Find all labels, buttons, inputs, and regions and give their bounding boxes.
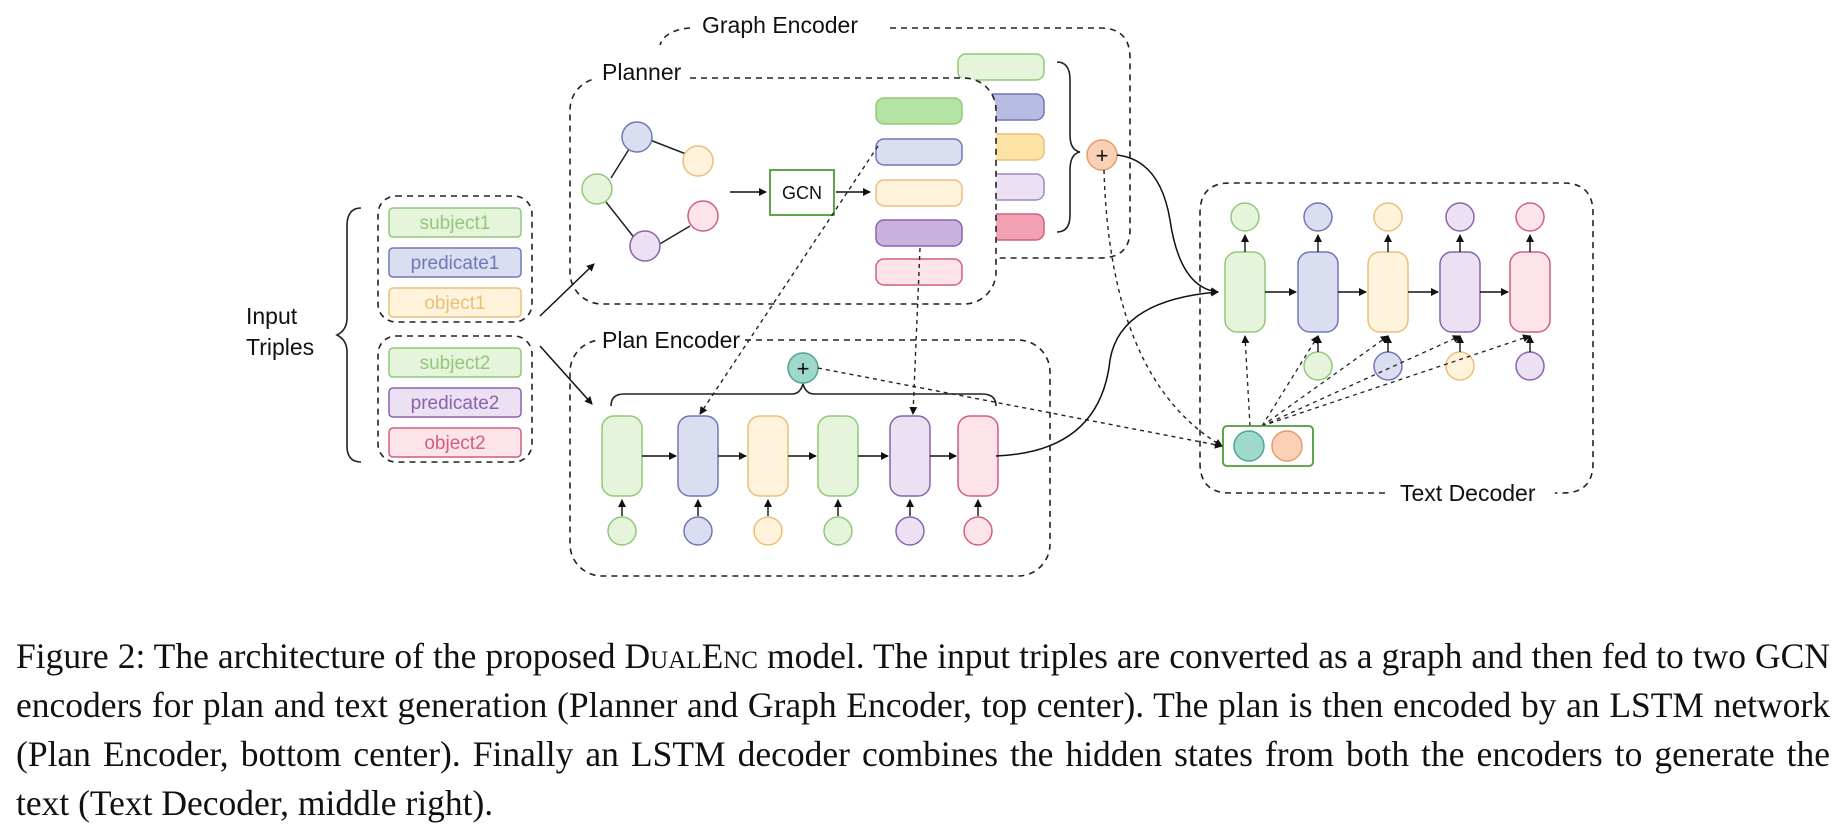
graph-node-green bbox=[581, 173, 613, 205]
triple-box bbox=[388, 287, 522, 318]
triple-label: object2 bbox=[424, 433, 485, 454]
decoder-output-node bbox=[1445, 202, 1475, 232]
plan-lstm-cell bbox=[817, 415, 859, 497]
input-label-line1: Input bbox=[246, 303, 298, 329]
caption-prefix: Figure 2: The architecture of the propos… bbox=[16, 636, 625, 676]
plan-input-node bbox=[895, 516, 925, 546]
caption-rest: model. The input triples are converted a… bbox=[16, 636, 1830, 823]
triple-label: subject2 bbox=[420, 353, 491, 374]
triple-box bbox=[388, 427, 522, 458]
connection-lines bbox=[699, 145, 1223, 457]
graph-node-blue bbox=[621, 121, 653, 153]
plan-encoder-brace bbox=[610, 381, 997, 407]
planner-label: Planner bbox=[602, 59, 682, 85]
graph-node-pink bbox=[687, 200, 719, 232]
decoder-input-node bbox=[1373, 351, 1403, 381]
decoder-output-node bbox=[1373, 202, 1403, 232]
architecture-diagram: Graph Encoder Planner GCN In bbox=[246, 12, 1594, 577]
plan-encoder-label: Plan Encoder bbox=[602, 327, 740, 353]
triple-box bbox=[388, 347, 522, 378]
decoder-input-node bbox=[1303, 351, 1333, 381]
graph-node-purple bbox=[629, 230, 661, 262]
decoder-lstm-cell bbox=[1439, 251, 1481, 333]
planner-block: Planner GCN bbox=[569, 59, 997, 305]
figure-caption: Figure 2: The architecture of the propos… bbox=[16, 632, 1830, 828]
input-brace bbox=[335, 207, 362, 463]
triple-label: subject1 bbox=[420, 213, 491, 234]
gcn-box bbox=[769, 169, 835, 216]
input-label-line2: Triples bbox=[246, 334, 314, 360]
decoder-lstm-cell bbox=[1509, 251, 1551, 333]
planner-state-green bbox=[875, 97, 963, 125]
graph-encoder-state-green bbox=[957, 53, 1045, 81]
planner-state-purple bbox=[875, 219, 963, 247]
graph-encoder-label: Graph Encoder bbox=[702, 12, 858, 38]
combined-state-teal bbox=[1233, 430, 1265, 462]
plan-lstm-cell bbox=[957, 415, 999, 497]
graph-node-yellow bbox=[682, 145, 714, 177]
triple-label: object1 bbox=[424, 293, 485, 314]
plan-lstm-cell bbox=[601, 415, 643, 497]
triple-box bbox=[388, 207, 522, 238]
decoder-output-node bbox=[1303, 202, 1333, 232]
triple-box bbox=[388, 247, 522, 278]
plan-lstm-cell bbox=[889, 415, 931, 497]
decoder-lstm-cell bbox=[1297, 251, 1339, 333]
model-name: DualEnc bbox=[624, 636, 758, 676]
plan-lstm-cell bbox=[747, 415, 789, 497]
triple-label: predicate2 bbox=[411, 393, 500, 414]
decoder-output-node bbox=[1230, 202, 1260, 232]
text-decoder-block: Text Decoder bbox=[1199, 182, 1594, 506]
plan-encoder-block: Plan Encoder + bbox=[569, 326, 1051, 577]
plan-lstm-cell bbox=[677, 415, 719, 497]
graph-encoder-plus-symbol: + bbox=[1096, 143, 1109, 168]
gcn-label: GCN bbox=[782, 183, 822, 203]
plan-input-node bbox=[607, 516, 637, 546]
plan-input-node bbox=[963, 516, 993, 546]
graph-encoder-brace bbox=[1056, 61, 1081, 233]
planner-state-blue bbox=[875, 138, 963, 166]
input-triples-block: Input Triples subject1 predicate1 object1 s… bbox=[246, 195, 533, 463]
triple-label: predicate1 bbox=[411, 253, 500, 274]
decoder-input-node bbox=[1515, 351, 1545, 381]
decoder-lstm-cell bbox=[1367, 251, 1409, 333]
planner-state-yellow bbox=[875, 179, 963, 207]
decoder-output-node bbox=[1515, 202, 1545, 232]
decoder-lstm-cell bbox=[1224, 251, 1266, 333]
triple-group-1 bbox=[377, 195, 533, 323]
triple-box bbox=[388, 387, 522, 418]
plan-input-node bbox=[753, 516, 783, 546]
plan-input-node bbox=[823, 516, 853, 546]
triple-group-2 bbox=[377, 335, 533, 463]
combined-state-orange bbox=[1271, 430, 1303, 462]
plan-input-node bbox=[683, 516, 713, 546]
plan-encoder-plus-symbol: + bbox=[797, 356, 810, 381]
text-decoder-label: Text Decoder bbox=[1400, 480, 1536, 506]
